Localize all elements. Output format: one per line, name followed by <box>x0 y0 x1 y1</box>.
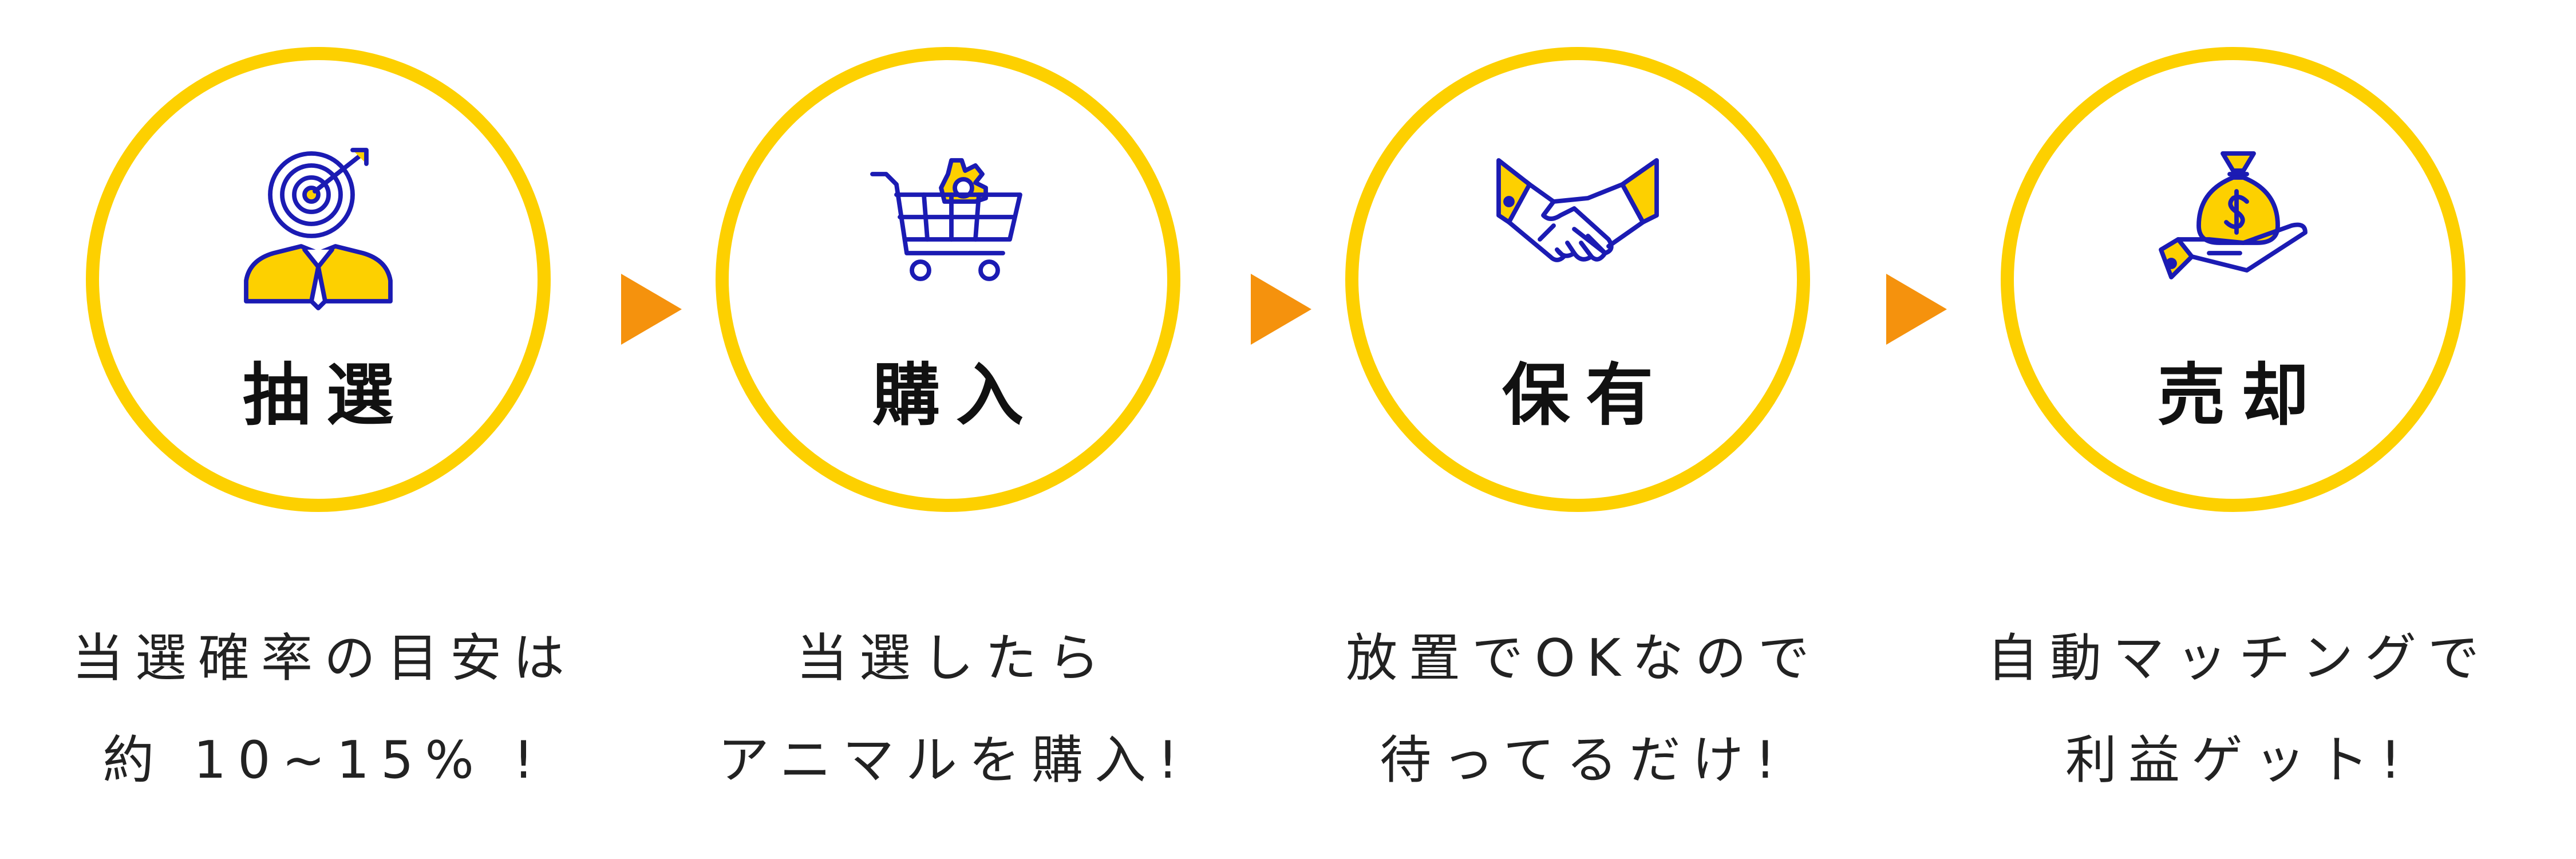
caption-line: 約 10~15% ! <box>102 730 546 790</box>
step-hold: 保有 放置でOKなので 待ってるだけ! <box>1317 0 1889 859</box>
caption-line: 待ってるだけ! <box>1380 730 1787 790</box>
step-title: 売却 <box>2157 356 2325 435</box>
step-caption: 当選したら アニマルを購入! <box>687 633 1209 837</box>
step-title: 抽選 <box>242 356 410 435</box>
money-bag-hand-icon <box>2147 143 2319 315</box>
flow-arrow <box>621 274 682 345</box>
step-caption: 当選確率の目安は 約 10~15% ! <box>57 633 579 837</box>
flow-arrow <box>1886 274 1947 345</box>
caption-line: 当選確率の目安は <box>72 628 576 688</box>
flow-arrow <box>1251 274 1311 345</box>
caption-line: 放置でOKなので <box>1346 628 1821 688</box>
shopping-cart-icon <box>862 143 1034 315</box>
handshake-icon <box>1492 143 1664 315</box>
target-person-icon <box>232 143 404 315</box>
caption-line: 利益ゲット! <box>2065 730 2413 790</box>
step-caption: 放置でOKなので 待ってるだけ! <box>1317 633 1839 837</box>
step-title: 保有 <box>1502 356 1669 435</box>
step-sell: 売却 自動マッチングで 利益ゲット! <box>1972 0 2545 859</box>
caption-line: アニマルを購入! <box>717 730 1190 790</box>
caption-line: 当選したら <box>796 628 1111 688</box>
step-caption: 自動マッチングで 利益ゲット! <box>1972 633 2494 837</box>
step-lottery: 抽選 当選確率の目安は 約 10~15% ! <box>57 0 630 859</box>
step-purchase: 購入 当選したら アニマルを購入! <box>687 0 1259 859</box>
step-title: 購入 <box>872 356 1040 435</box>
caption-line: 自動マッチングで <box>1987 628 2491 688</box>
